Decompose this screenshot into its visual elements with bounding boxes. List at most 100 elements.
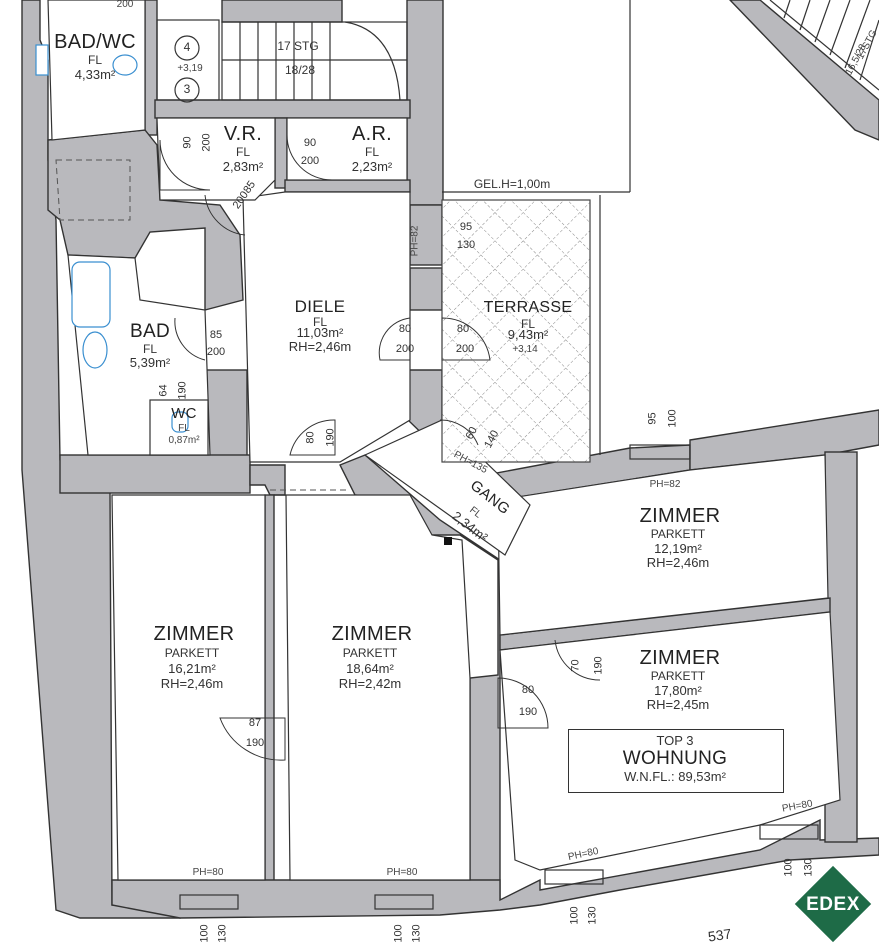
- door-terr2-b: 200: [455, 343, 475, 355]
- door-vr-b: 200: [200, 133, 213, 152]
- vr-label: V.R.: [223, 123, 263, 145]
- window-b2-a: 100: [392, 924, 405, 943]
- bad-wc-area: [47, 0, 146, 141]
- zimmer-c-area-text: 18,64m²: [346, 661, 394, 676]
- stair-ratio: 18/28: [284, 63, 316, 77]
- zimmer-w-height: RH=2,46m: [160, 676, 224, 691]
- top-dim-200: 200: [116, 0, 134, 10]
- zimmer-c-area: [274, 494, 471, 881]
- ar-south-wall: [284, 179, 411, 193]
- window-b2-b: 130: [410, 924, 423, 943]
- window-b3-b: 130: [586, 906, 599, 925]
- ph80-a: PH=80: [192, 867, 224, 878]
- window-b1-b: 130: [216, 924, 229, 943]
- stair-landing-wall: [154, 99, 411, 119]
- zimmer-w-floor: PARKETT: [164, 646, 220, 660]
- ph80-b: PH=80: [386, 867, 418, 878]
- door-ar-a: 90: [303, 137, 317, 149]
- vr-area-text: 2,83m²: [222, 159, 264, 174]
- door-wc-a: 64: [157, 384, 170, 397]
- stair-steps: 17 STG: [277, 39, 319, 53]
- vr-ar-wall: [274, 117, 288, 189]
- zimmer-e-label: ZIMMER: [639, 647, 721, 669]
- zimmer-e-height: RH=2,45m: [646, 697, 710, 712]
- dash-w: [55, 159, 131, 221]
- unit-top: TOP 3: [656, 733, 694, 748]
- wc-label: WC: [171, 405, 197, 422]
- window-b3-a: 100: [568, 906, 581, 925]
- door-terr2-a: 80: [456, 323, 470, 335]
- ar-area-text: 2,23m²: [351, 159, 393, 174]
- bad-south-wall: [59, 454, 251, 494]
- gel-note: GEL.H=1,00m: [473, 177, 551, 191]
- zimmer-ne-label: ZIMMER: [639, 505, 721, 527]
- zimmer-w-label: ZIMMER: [153, 623, 235, 645]
- ar-label: A.R.: [351, 123, 393, 145]
- door-diele2-b: 190: [324, 428, 337, 447]
- door-terr-a: 95: [459, 221, 473, 233]
- diele-area: [242, 191, 411, 463]
- door-diele2-a: 80: [304, 431, 317, 444]
- zimmer-ne-height: RH=2,46m: [646, 555, 710, 570]
- zimmer-ne-area: [497, 454, 829, 636]
- dimension-537: 537: [707, 925, 733, 945]
- door-swings: [159, 134, 601, 761]
- diele-east-wall-a: [409, 204, 443, 266]
- door-wc-b: 190: [176, 381, 189, 400]
- zimmer-e-area-text: 17,80m²: [654, 683, 702, 698]
- stair-n3: 3: [183, 82, 191, 96]
- terrasse-label: TERRASSE: [483, 299, 573, 316]
- window-ne-b: 100: [666, 409, 679, 428]
- diele-floor: FL: [312, 315, 328, 329]
- terrasse-area-text: 9,43m²: [507, 327, 549, 342]
- door-zw-b: 190: [245, 737, 265, 749]
- door-ze-b: 190: [592, 656, 605, 675]
- window-ne-a: 95: [646, 412, 659, 425]
- stair-n4: 4: [183, 40, 191, 54]
- diele-east-wall-b: [409, 267, 443, 311]
- zimmer-w-area: [111, 494, 266, 881]
- ar-area: [286, 117, 408, 181]
- ph82-a: PH=82: [409, 225, 421, 257]
- door-terr-b: 130: [456, 239, 476, 251]
- wc-floor: FL: [178, 423, 190, 434]
- wc-area-text: 0,87m²: [168, 435, 200, 446]
- door-zc-a: 80: [521, 684, 535, 696]
- terrasse-level: +3,14: [512, 344, 538, 355]
- door-vr-a: 90: [181, 136, 194, 149]
- door-bad-a: 85: [209, 329, 223, 341]
- zimmer-divider: [264, 494, 275, 886]
- terrasse-floor: FL: [520, 317, 536, 331]
- door-zc-b: 190: [518, 706, 538, 718]
- gang-area: [363, 419, 531, 556]
- ar-floor: FL: [364, 145, 380, 159]
- zimmer-ne-area-text: 12,19m²: [654, 541, 702, 556]
- door-diele-a: 80: [398, 323, 412, 335]
- door-ar-b: 200: [300, 155, 320, 167]
- diele-area-text: 11,03m²: [296, 325, 344, 340]
- unit-info-box: [568, 729, 784, 793]
- zimmer-c-label: ZIMMER: [331, 623, 413, 645]
- bad-area-text: 5,39m²: [129, 355, 171, 370]
- bad-wc-area-text: 4,33m²: [74, 67, 116, 82]
- bad-floor: FL: [142, 342, 158, 356]
- zimmer-w-area-text: 16,21m²: [168, 661, 216, 676]
- center-wall: [249, 464, 286, 496]
- bad-wc-label: BAD/WC: [54, 31, 136, 53]
- south-wall: [111, 818, 879, 919]
- east-north-wall: [689, 409, 879, 471]
- bad-label: BAD: [130, 321, 170, 342]
- diele-west-wall: [204, 369, 248, 466]
- door-bad-b: 200: [206, 346, 226, 358]
- sanitary-fixtures: [35, 44, 189, 433]
- unit-title: WOHNUNG: [622, 748, 728, 769]
- window-e-a: 100: [782, 858, 795, 877]
- north-wall-b: [221, 0, 343, 23]
- ne-stair-wall: [729, 0, 879, 141]
- zimmer-e-floor: PARKETT: [650, 669, 706, 683]
- stair-level: +3,19: [177, 63, 203, 74]
- main-stair: [156, 19, 408, 103]
- windows: [179, 444, 819, 910]
- zimmer-c-height: RH=2,42m: [338, 676, 402, 691]
